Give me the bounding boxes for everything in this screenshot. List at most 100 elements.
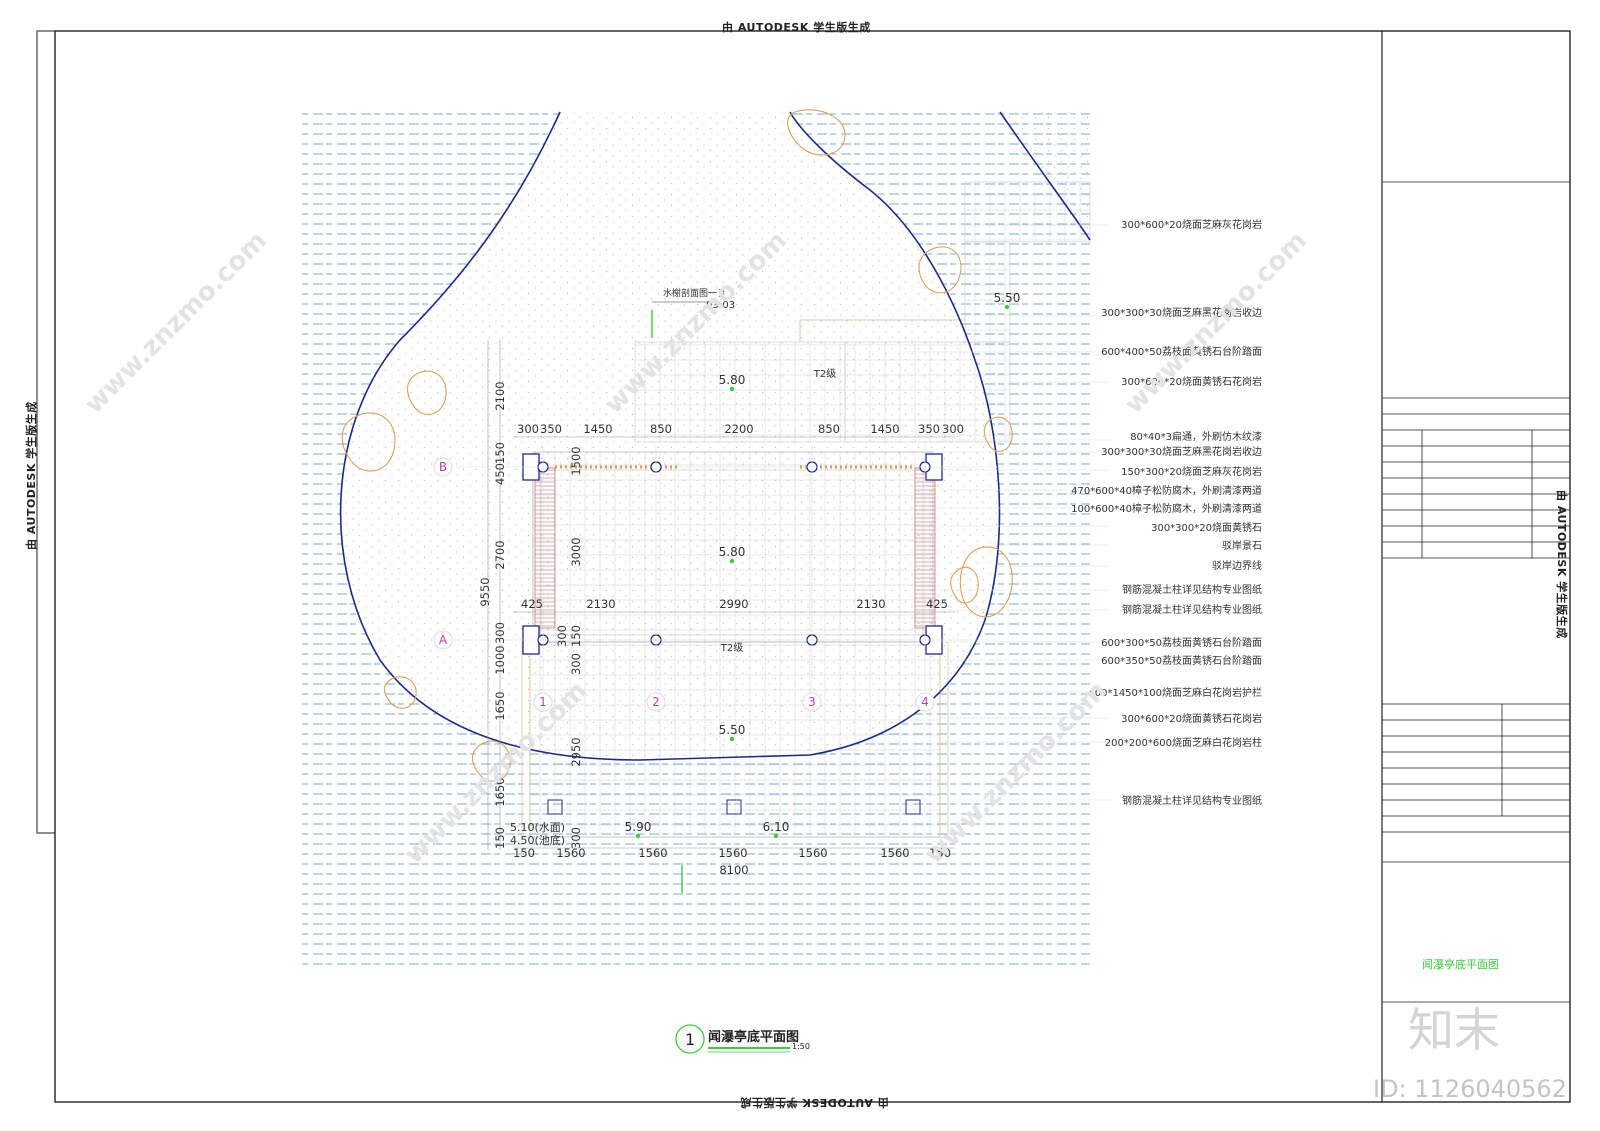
id-watermark: ID: 1126040562 xyxy=(1373,1075,1567,1103)
drawing-number-bubble xyxy=(675,1024,705,1054)
annotation-2: 600*400*50荔枝面黄锈石台阶踏面 xyxy=(1101,345,1262,358)
dim-inner-0: 1500 xyxy=(569,446,583,475)
dim-left-7: 1650 xyxy=(493,777,507,806)
lower-deck xyxy=(529,641,941,838)
dim-bottom-0: 150 xyxy=(513,846,535,860)
title-block: 闻瀑亭底平面图 知末 ID: 1126040562 xyxy=(1373,31,1570,1103)
dim-top-3: 850 xyxy=(650,422,672,436)
dim-left-2: 450 xyxy=(493,463,507,485)
annotation-15: 600*350*50荔枝面黄锈石台阶踏面 xyxy=(1101,654,1262,667)
dim-left-total: 9550 xyxy=(478,577,492,606)
dim-inner-4: 300 xyxy=(569,653,583,675)
dim-left-1: 150 xyxy=(493,442,507,464)
level-marker-1 xyxy=(729,558,735,564)
axis-bubble-col-4 xyxy=(915,692,935,712)
axis-bubble-row-A xyxy=(433,630,453,650)
annotation-1: 300*300*30烧面芝麻黑花岗岩收边 xyxy=(1101,306,1262,319)
annotation-13: 钢筋混凝土柱详见结构专业图纸 xyxy=(1122,603,1262,616)
dim-bottom-1: 1560 xyxy=(556,846,585,860)
level-4: 5.90 xyxy=(625,820,652,834)
pavilion-platform xyxy=(532,451,934,643)
annotation-8: 100*600*40樟子松防腐木，外刷清漆两道 xyxy=(1071,502,1262,515)
svg-text:www.znzmo.com: www.znzmo.com xyxy=(1119,226,1313,420)
pool-bottom-label: 4.50(池底) xyxy=(510,833,565,847)
axis-label-col-4: 4 xyxy=(921,695,929,709)
level-5: 6.10 xyxy=(763,820,790,834)
post-markers xyxy=(547,799,921,815)
annotation-18: 200*200*600烧面芝麻白花岗岩柱 xyxy=(1105,736,1262,749)
dim-left-3: 2700 xyxy=(493,540,507,569)
dim-mid-4: 425 xyxy=(926,597,948,611)
dim-left-4: 300 xyxy=(493,622,507,644)
shoreline xyxy=(339,111,1001,761)
annotation-4: 80*40*3扁通，外刷仿木纹漆 xyxy=(1130,430,1262,443)
annotation-19: 钢筋混凝土柱详见结构专业图纸 xyxy=(1122,794,1262,807)
axis-label-col-3: 3 xyxy=(808,695,816,709)
drawing-title: 闻瀑亭底平面图 xyxy=(708,1029,799,1045)
axis-lines xyxy=(455,445,1000,700)
annotation-14: 600*300*50荔枝面黄锈石台阶踏面 xyxy=(1101,636,1262,649)
annotation-9: 300*300*20烧面黄锈石 xyxy=(1151,521,1262,534)
annotation-7: 470*600*40樟子松防腐木，外刷清漆两道 xyxy=(1071,484,1262,497)
water-level-label: 5.10(水面) xyxy=(510,821,565,834)
dim-left-0: 2100 xyxy=(493,381,507,410)
drawing-number: 1 xyxy=(685,1030,695,1049)
dim-top-4: 2200 xyxy=(724,422,753,436)
annotation-17: 300*600*20烧面黄锈石花岗岩 xyxy=(1121,712,1262,725)
axis-bubble-col-3 xyxy=(802,692,822,712)
level-tag-0: T2级 xyxy=(813,368,836,380)
annotation-16: 400*1450*100烧面芝麻白花岗岩护栏 xyxy=(1088,686,1262,699)
axis-bubble-row-B xyxy=(433,457,453,477)
axis-label-col-1: 1 xyxy=(539,695,547,709)
dim-inner-5: 2950 xyxy=(569,737,583,766)
dim-bottom-2: 1560 xyxy=(638,846,667,860)
level-marker-0 xyxy=(729,386,735,392)
shore-stones xyxy=(341,109,1013,782)
dim-top-5: 850 xyxy=(818,422,840,436)
dim-inner-6: 300 xyxy=(569,827,583,849)
axis-label-row-A: A xyxy=(439,633,448,647)
axis-bubble-col-2 xyxy=(646,692,666,712)
annotation-6: 150*300*20烧面芝麻灰花岗岩 xyxy=(1121,465,1262,478)
dim-bottom-4: 1560 xyxy=(798,846,827,860)
pavilion-steps xyxy=(634,341,1011,443)
axis-label-col-2: 2 xyxy=(652,695,660,709)
drawing-scale: 1:50 xyxy=(792,1042,810,1051)
dim-top-7: 350 xyxy=(918,422,940,436)
znzmo-logo: 知末 xyxy=(1408,1003,1500,1057)
annotation-3: 300*600*20烧面黄锈石花岗岩 xyxy=(1121,375,1262,388)
annotation-11: 驳岸边界线 xyxy=(1212,559,1262,572)
dim-left-8: 150 xyxy=(493,827,507,849)
section-ref-number: 3 xyxy=(718,287,725,300)
upper-path-paving xyxy=(964,181,1091,243)
sheet-title: 闻瀑亭底平面图 xyxy=(1422,957,1499,971)
level-1: 5.80 xyxy=(719,545,746,559)
dim-left-6: 1650 xyxy=(493,691,507,720)
dim-bottom-total: 8100 xyxy=(719,863,748,877)
svg-text:www.znzmo.com: www.znzmo.com xyxy=(79,226,273,420)
dim-bottom-5: 1560 xyxy=(880,846,909,860)
level-marker-3 xyxy=(1004,304,1010,310)
level-3: 5.50 xyxy=(994,291,1021,305)
dim-inner-2: 150 xyxy=(569,625,583,647)
dim-left-5: 1000 xyxy=(493,645,507,674)
section-ref-label: 水榭剖面图一 xyxy=(663,287,717,299)
level-2: 5.50 xyxy=(719,723,746,737)
level-0: 5.80 xyxy=(719,373,746,387)
dim-top-6: 1450 xyxy=(870,422,899,436)
dim-inner-1: 3000 xyxy=(569,537,583,566)
axis-bubble-col-1 xyxy=(533,692,553,712)
leader-lines xyxy=(900,224,1110,801)
material-annotations: 300*600*20烧面芝麻灰花岗岩300*300*30烧面芝麻黑花岗岩收边60… xyxy=(1071,218,1262,807)
dim-top-0: 300 xyxy=(517,422,539,436)
annotation-12: 钢筋混凝土柱详见结构专业图纸 xyxy=(1122,583,1262,596)
dim-mid-2: 2990 xyxy=(719,597,748,611)
dim-mid-0: 425 xyxy=(521,597,543,611)
dim-top-2: 1450 xyxy=(583,422,612,436)
